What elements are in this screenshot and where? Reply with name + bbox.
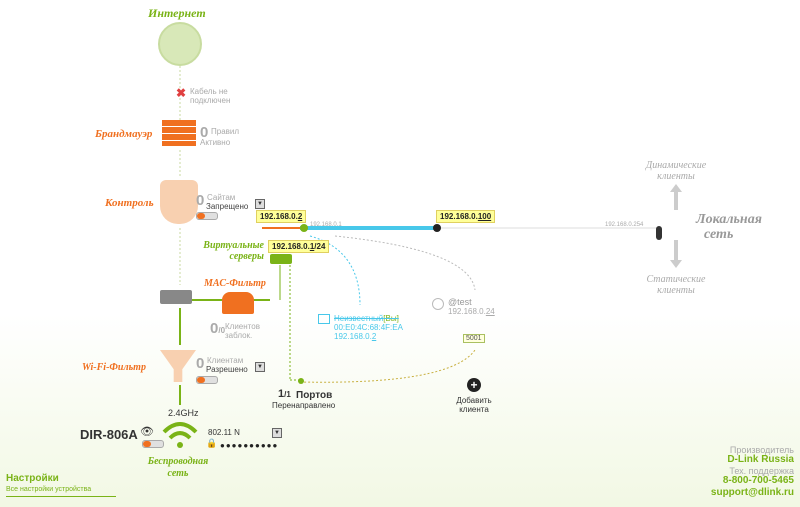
support-phone: 8-800-700-5465 [722, 475, 794, 486]
control-mode-dropdown[interactable]: ▼ [255, 199, 265, 209]
control-label[interactable]: Контроль [105, 197, 154, 209]
gateway-ip-tag[interactable]: 192.168.0.100 [436, 210, 496, 223]
device-model: DIR-806A [80, 427, 138, 442]
user-icon[interactable] [432, 298, 444, 310]
ports-label[interactable]: Портов [296, 390, 333, 401]
mac-filter-label[interactable]: МАС-Фильтр [204, 278, 266, 289]
globe-icon[interactable] [158, 22, 202, 66]
range-end: 192.168.0.254 [605, 222, 644, 228]
wifi-password[interactable]: ●●●●●●●●●● [220, 441, 279, 450]
brand-name: D-Link Russia [727, 454, 794, 465]
range-end-handle[interactable] [656, 226, 662, 240]
support-email[interactable]: support@dlink.ru [710, 487, 794, 498]
add-client-button[interactable]: + [467, 378, 481, 392]
unknown-client-mac: 00:E0:4C:68:4F:EA [334, 323, 403, 332]
wifi-filter-toggle[interactable] [196, 376, 218, 384]
firewall-count: 0 [200, 124, 209, 141]
wifi-filter-count: 0 [196, 355, 205, 372]
control-mode: Запрещено [206, 202, 249, 211]
wifi-mode: 802.11 N [208, 428, 240, 437]
wireless-toggle[interactable] [142, 440, 164, 448]
control-count-label: Сайтам [207, 193, 236, 202]
mac-filter-count: 0/0 [210, 320, 226, 337]
wifi-band: 2.4GHz [168, 408, 199, 418]
support-label: Тех. поддержка [729, 466, 794, 476]
wifi-icon[interactable] [160, 418, 200, 450]
cable-status: Кабель не подключен [190, 87, 231, 105]
mac-filter-icon[interactable] [222, 292, 254, 314]
unknown-client-ip: 192.168.0.2 [334, 332, 377, 341]
manufacturer-label: Производитель [729, 445, 794, 455]
wifi-filter-label[interactable]: Wi-Fi-Фильтр [82, 362, 146, 373]
settings-title[interactable]: Настройки [6, 473, 59, 484]
wifi-filter-mode-dropdown[interactable]: ▼ [255, 362, 265, 372]
wifi-filter-mode: Разрешено [206, 365, 248, 374]
test-client-port[interactable]: 5001 [463, 334, 485, 343]
ports-sub: Перенаправлено [272, 401, 336, 410]
range-start: 192.168.0.1 [310, 222, 342, 228]
lock-icon: 🔒 [206, 438, 218, 448]
router-icon[interactable] [160, 290, 192, 304]
control-toggle[interactable] [196, 212, 218, 220]
mac-filter-count-label: Клиентов заблок. [225, 322, 260, 340]
firewall-label[interactable]: Брандмауэр [95, 128, 153, 140]
settings-subtitle[interactable]: Все настройки устройства [6, 486, 116, 497]
firewall-status: Активно [200, 138, 231, 147]
firewall-count-label: Правил [211, 127, 240, 136]
ports-count[interactable]: 1/1 [278, 388, 291, 400]
wan-ip-tag[interactable]: 192.168.0.2 [256, 210, 307, 223]
vservers-icon[interactable] [270, 254, 292, 264]
eye-icon[interactable]: 👁 [140, 426, 154, 438]
computer-icon[interactable] [318, 314, 330, 324]
control-count: 0 [196, 192, 205, 209]
parental-control-icon[interactable] [160, 180, 198, 224]
wifi-mode-dropdown[interactable]: ▼ [272, 428, 282, 438]
test-client-name[interactable]: @test [448, 297, 472, 307]
lan-ip-tag[interactable]: 192.168.0.1/24 [268, 240, 330, 253]
wifi-filter-count-label: Клиентам [207, 356, 244, 365]
firewall-icon[interactable] [162, 120, 196, 146]
internet-label[interactable]: Интернет [148, 6, 206, 20]
disconnected-icon: ✖ [176, 86, 187, 100]
unknown-client-name[interactable]: Неизвестный[Вы] [334, 314, 399, 323]
test-client-ip: 192.168.0.24 [448, 307, 495, 316]
